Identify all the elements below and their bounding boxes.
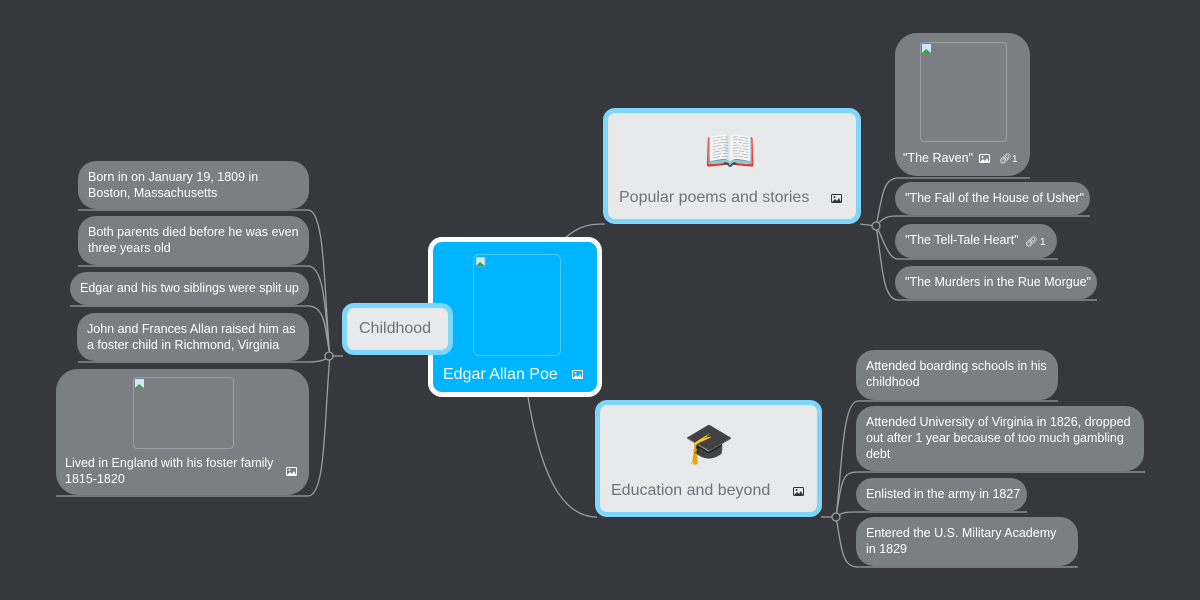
subtopic-label: Entered the U.S. Military Academy in 182… bbox=[866, 526, 1057, 556]
subtopic-label: Lived in England with his foster family … bbox=[65, 456, 274, 486]
subtopic-lived-in-england[interactable]: Lived in England with his foster family … bbox=[56, 369, 309, 495]
root-title: Edgar Allan Poe bbox=[443, 366, 558, 383]
topic-childhood[interactable]: Childhood bbox=[342, 303, 453, 355]
topic-education[interactable]: 🎓 Education and beyond bbox=[595, 400, 822, 517]
root-image-placeholder bbox=[473, 254, 561, 356]
subtopic-label: Edgar and his two siblings were split up bbox=[80, 281, 299, 295]
raven-image-placeholder bbox=[920, 42, 1007, 142]
link-count: 1 bbox=[1012, 154, 1018, 165]
subtopic-fall-of-house-of-usher[interactable]: "The Fall of the House of Usher" bbox=[895, 182, 1090, 215]
image-icon[interactable] bbox=[286, 467, 297, 476]
subtopic-label: John and Frances Allan raised him as a f… bbox=[87, 322, 296, 352]
subtopic-siblings-split[interactable]: Edgar and his two siblings were split up bbox=[70, 272, 309, 305]
subtopic-born-boston[interactable]: Born in on January 19, 1809 in Boston, M… bbox=[78, 161, 309, 209]
subtopic-university-virginia[interactable]: Attended University of Virginia in 1826,… bbox=[856, 406, 1144, 471]
book-icon: 📖 bbox=[704, 127, 757, 174]
image-icon[interactable] bbox=[572, 370, 583, 379]
subtopic-tell-tale-heart[interactable]: "The Tell-Tale Heart" 🔗︎ 1 bbox=[895, 224, 1057, 258]
topic-label: Popular poems and stories bbox=[619, 189, 810, 206]
subtopic-parents-died[interactable]: Both parents died before he was even thr… bbox=[78, 216, 309, 265]
subtopic-murders-rue-morgue[interactable]: "The Murders in the Rue Morgue" bbox=[895, 266, 1097, 299]
broken-image-icon bbox=[135, 379, 144, 388]
broken-image-icon bbox=[922, 44, 931, 53]
subtopic-the-raven[interactable]: "The Raven" 🔗︎ 1 bbox=[895, 33, 1030, 176]
subtopic-enlisted-army[interactable]: Enlisted in the army in 1827 bbox=[856, 478, 1027, 511]
subtopic-label: Attended University of Virginia in 1826,… bbox=[866, 415, 1131, 461]
subtopic-label: Both parents died before he was even thr… bbox=[88, 225, 299, 255]
subtopic-label: "The Murders in the Rue Morgue" bbox=[905, 275, 1092, 289]
topic-label: Education and beyond bbox=[611, 482, 771, 499]
england-image-placeholder bbox=[133, 377, 234, 449]
topic-popular-poems[interactable]: 📖 Popular poems and stories bbox=[603, 108, 861, 224]
subtopic-label: Attended boarding schools in his childho… bbox=[866, 359, 1047, 389]
subtopic-label: "The Raven" bbox=[903, 151, 974, 165]
subtopic-label: "The Fall of the House of Usher" bbox=[905, 191, 1085, 205]
image-icon[interactable] bbox=[793, 487, 804, 496]
broken-image-icon bbox=[476, 257, 486, 267]
topic-label: Childhood bbox=[359, 320, 432, 337]
subtopic-john-frances-allan[interactable]: John and Frances Allan raised him as a f… bbox=[77, 313, 309, 361]
subtopic-boarding-schools[interactable]: Attended boarding schools in his childho… bbox=[856, 350, 1058, 400]
subtopic-label: "The Tell-Tale Heart" bbox=[905, 233, 1019, 247]
root-node-edgar-allan-poe[interactable]: Edgar Allan Poe bbox=[428, 237, 602, 397]
graduation-cap-icon: 🎓 bbox=[684, 422, 734, 466]
link-count: 1 bbox=[1040, 237, 1046, 248]
subtopic-label: Born in on January 19, 1809 in Boston, M… bbox=[88, 170, 259, 200]
image-icon[interactable] bbox=[831, 194, 842, 203]
link-icon[interactable]: 🔗︎ bbox=[999, 154, 1012, 165]
link-icon[interactable]: 🔗︎ bbox=[1025, 237, 1038, 248]
image-icon[interactable] bbox=[979, 154, 990, 163]
subtopic-military-academy[interactable]: Entered the U.S. Military Academy in 182… bbox=[856, 517, 1078, 566]
subtopic-label: Enlisted in the army in 1827 bbox=[866, 487, 1021, 501]
